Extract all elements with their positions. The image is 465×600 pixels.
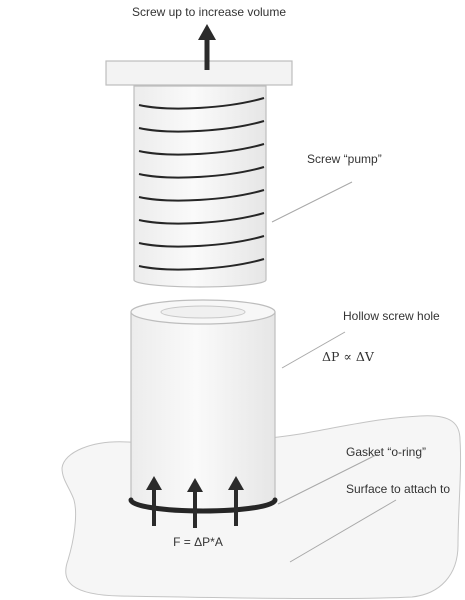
pump-label: Screw “pump” <box>307 152 382 166</box>
proportional-label: ΔP ∝ ΔV <box>322 349 375 364</box>
gasket-label: Gasket “o-ring” <box>346 445 426 459</box>
leader-line-pump <box>271 181 353 223</box>
leader-lines <box>271 181 397 563</box>
force-arrow-left-icon <box>146 476 162 526</box>
screw-cap <box>105 60 293 86</box>
up-arrow-icon <box>198 24 216 70</box>
force-arrow-right-icon <box>228 476 244 526</box>
surface-label: Surface to attach to <box>346 482 450 496</box>
top-label: Screw up to increase volume <box>132 5 286 19</box>
screw-pump <box>133 85 267 288</box>
leader-line-surface <box>289 499 397 563</box>
leader-line-gasket <box>277 453 379 505</box>
hole-label: Hollow screw hole <box>343 309 440 323</box>
leader-line-hole <box>281 331 346 369</box>
gasket-o-ring <box>128 497 278 514</box>
force-label: F = ΔP*A <box>173 535 223 549</box>
force-arrow-center-icon <box>187 478 203 528</box>
screw-threads <box>138 97 265 271</box>
force-arrows <box>146 476 244 528</box>
